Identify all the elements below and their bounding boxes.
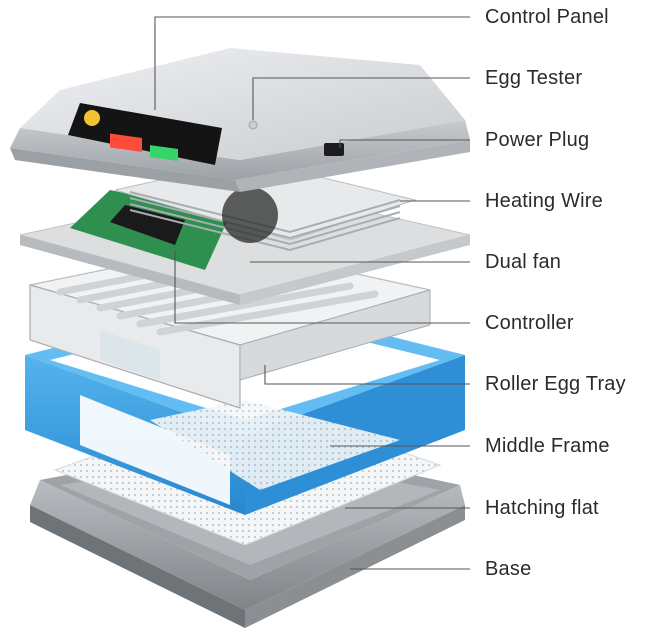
label-roller-egg-tray: Roller Egg Tray	[485, 373, 626, 395]
label-hatching-flat: Hatching flat	[485, 497, 599, 519]
label-base: Base	[485, 558, 532, 580]
power-plug-socket	[324, 143, 344, 156]
label-control-panel: Control Panel	[485, 6, 609, 28]
label-egg-tester: Egg Tester	[485, 67, 583, 89]
leader-controller	[174, 250, 470, 324]
egg-tester-hole	[248, 120, 258, 130]
lid-part	[10, 48, 470, 192]
label-heating-wire: Heating Wire	[485, 190, 603, 212]
label-power-plug: Power Plug	[485, 129, 590, 151]
leader-lines	[154, 16, 470, 570]
leader-egg-tester	[252, 77, 470, 120]
control-panel-display	[68, 103, 222, 165]
label-controller: Controller	[485, 312, 574, 334]
label-dual-fan: Dual fan	[485, 251, 562, 273]
leader-roller-egg-tray	[264, 365, 470, 385]
leader-control-panel	[154, 16, 470, 110]
label-middle-frame: Middle Frame	[485, 435, 610, 457]
leader-power-plug	[339, 139, 470, 148]
